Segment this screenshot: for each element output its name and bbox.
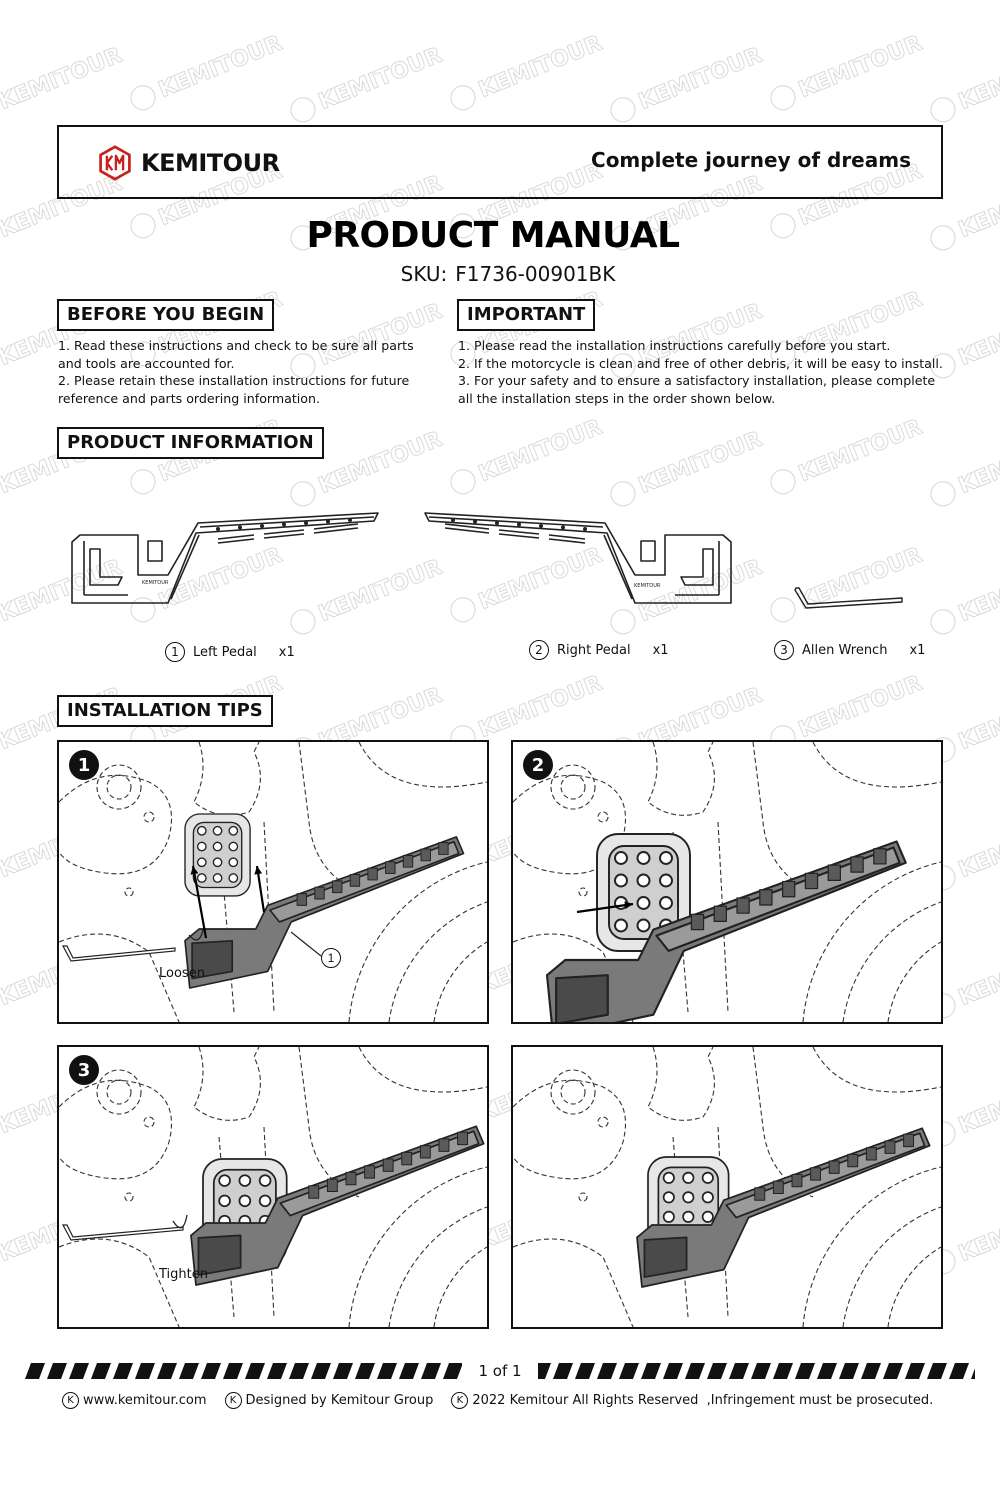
footer-designer: K Designed by Kemitour Group [224,1392,434,1409]
part-name: Right Pedal [557,642,631,658]
allen-wrench-drawing [794,587,903,609]
important-line: all the installation steps in the order … [458,390,776,406]
step-1-illustration [59,742,487,1022]
svg-text:KEMITOUR: KEMITOUR [635,43,766,115]
part-label-allen-wrench: 3 Allen Wrench x1 [774,640,925,660]
page-number: 1 of 1 [462,1360,538,1382]
part-number: 1 [165,642,185,662]
step-3-illustration [59,1047,487,1327]
footer-copyright: K 2022 Kemitour All Rights Reserved ,Inf… [451,1392,933,1409]
header-banner: KEMITOUR Complete journey of dreams [57,125,943,199]
k-circle-icon: K [62,1392,79,1409]
svg-text:KEMITOUR: KEMITOUR [955,427,1000,499]
step-3-panel: 3 Tighten [57,1045,489,1329]
installation-tips-heading: INSTALLATION TIPS [57,695,273,727]
step-badge: 1 [69,750,99,780]
k-circle-icon: K [451,1392,469,1409]
step-caption: Tighten [159,1267,208,1282]
before-line: 1. Read these instructions and check to … [58,338,414,353]
left-pedal-drawing: KEMITOUR [71,512,379,604]
k-circle-icon: K [224,1392,242,1409]
svg-text:KEMITOUR: KEMITOUR [0,43,126,115]
svg-text:KEMITOUR: KEMITOUR [795,415,926,487]
footer-text: Designed by Kemitour Group [245,1393,434,1408]
svg-text:KEMITOUR: KEMITOUR [955,555,1000,627]
part-mark: KEMITOUR [634,583,661,589]
svg-text:KEMITOUR: KEMITOUR [475,415,606,487]
svg-text:KEMITOUR: KEMITOUR [475,31,606,103]
important-line: 3. For your safety and to ensure a satis… [458,373,936,389]
step-badge: 2 [523,750,553,780]
svg-text:KEMITOUR: KEMITOUR [795,31,926,103]
svg-text:KEMITOUR: KEMITOUR [475,671,606,743]
km-hexagon-logo-icon [99,145,131,181]
part-number: 2 [529,640,549,660]
svg-text:KEMITOUR: KEMITOUR [155,31,286,103]
slogan: Complete journey of dreams [591,148,911,172]
before-line: and tools are accounted for. [58,355,235,371]
step-4-illustration [513,1047,941,1327]
svg-text:KEMITOUR: KEMITOUR [315,43,446,115]
step-caption: Loosen [159,966,205,981]
svg-text:KEMITOUR: KEMITOUR [955,1195,1000,1267]
svg-text:KEMITOUR: KEMITOUR [635,427,766,499]
svg-text:KEMITOUR: KEMITOUR [955,1067,1000,1139]
footer-text: 2022 Kemitour All Rights Reserved ,Infri… [472,1393,934,1408]
brand-name: KEMITOUR [141,149,280,177]
page-title: PRODUCT MANUAL [306,215,680,256]
important-heading: IMPORTANT [457,299,596,331]
step-2-illustration [513,742,941,1022]
sku-value: F1736-00901BK [455,262,616,286]
footer-website[interactable]: K www.kemitour.com [62,1392,207,1409]
important-text: 1. Please read the installation instruct… [458,337,943,407]
important-line: 1. Please read the installation instruct… [458,338,891,353]
right-pedal-drawing: KEMITOUR [424,512,732,604]
step-4-panel [511,1045,943,1329]
svg-text:KEMITOUR: KEMITOUR [955,683,1000,755]
before-you-begin-text: 1. Read these instructions and check to … [58,337,414,407]
svg-text:KEMITOUR: KEMITOUR [955,43,1000,115]
svg-text:KEMITOUR: KEMITOUR [315,427,446,499]
before-line: 2. Please retain these installation inst… [58,373,410,389]
before-line: reference and parts ordering information… [58,390,320,406]
svg-text:KEMITOUR: KEMITOUR [955,939,1000,1011]
svg-text:KEMITOUR: KEMITOUR [795,671,926,743]
sku-label: SKU: [400,262,448,286]
part-name: Allen Wrench [802,642,888,658]
brand[interactable]: KEMITOUR [97,145,280,181]
footer-info: K www.kemitour.com K Designed by Kemitou… [62,1392,962,1409]
step-badge: 3 [69,1055,99,1085]
step-2-panel: 2 [511,740,943,1024]
product-information-heading: PRODUCT INFORMATION [57,427,324,459]
svg-text:KEMITOUR: KEMITOUR [955,811,1000,883]
part-mark: KEMITOUR [142,580,169,586]
part-qty: x1 [909,642,926,658]
part-qty: x1 [652,642,669,658]
part-name: Left Pedal [193,644,257,660]
svg-text:KEMITOUR: KEMITOUR [955,299,1000,371]
before-you-begin-heading: BEFORE YOU BEGIN [57,299,275,331]
important-line: 2. If the motorcycle is clean and free o… [458,355,943,371]
part-label-left-pedal: 1 Left Pedal x1 [165,642,295,662]
callout-number: 1 [321,948,341,968]
sku-line: SKU: F1736-00901BK [0,262,1000,286]
step-1-panel: 1 Loosen 1 [57,740,489,1024]
part-number: 3 [774,640,794,660]
footer-text: www.kemitour.com [83,1393,207,1408]
part-qty: x1 [278,644,295,660]
part-label-right-pedal: 2 Right Pedal x1 [529,640,669,660]
